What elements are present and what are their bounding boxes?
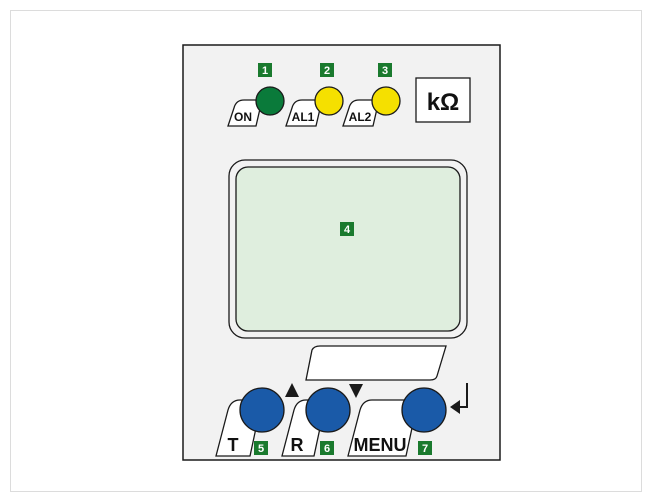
enter-arrow-icon xyxy=(450,383,468,414)
button-t[interactable] xyxy=(239,387,285,433)
down-arrow-icon xyxy=(349,384,363,398)
led-on xyxy=(255,86,285,116)
button-menu[interactable] xyxy=(401,387,447,433)
button-r[interactable] xyxy=(305,387,351,433)
badge-3 xyxy=(378,63,392,77)
badge-6 xyxy=(320,441,334,455)
label-slot xyxy=(305,345,447,381)
badge-2 xyxy=(320,63,334,77)
led-al2 xyxy=(371,86,401,116)
badge-2-text: 2 xyxy=(324,65,330,77)
badge-5 xyxy=(254,441,268,455)
button-menu-label: MENU xyxy=(354,435,407,455)
led-al1-label: AL1 xyxy=(292,110,315,124)
badge-1 xyxy=(258,63,272,77)
unit-box xyxy=(415,77,471,123)
badge-3-text: 3 xyxy=(382,65,388,77)
up-arrow-icon xyxy=(285,383,299,397)
badge-5-text: 5 xyxy=(258,443,264,455)
unit-symbol: kΩ xyxy=(427,89,460,116)
badge-6-text: 6 xyxy=(324,443,330,455)
led-al1 xyxy=(314,86,344,116)
button-r-label: R xyxy=(291,435,304,455)
badge-7-text: 7 xyxy=(422,443,428,455)
led-al2-label: AL2 xyxy=(349,110,372,124)
led-on-label: ON xyxy=(234,110,252,124)
badge-4 xyxy=(340,222,354,236)
button-t-label: T xyxy=(228,435,239,455)
lcd-display xyxy=(235,166,461,332)
button-menu-label-tab xyxy=(347,399,419,457)
badge-7 xyxy=(418,441,432,455)
badge-4-text: 4 xyxy=(344,224,351,236)
badge-1-text: 1 xyxy=(262,65,268,77)
